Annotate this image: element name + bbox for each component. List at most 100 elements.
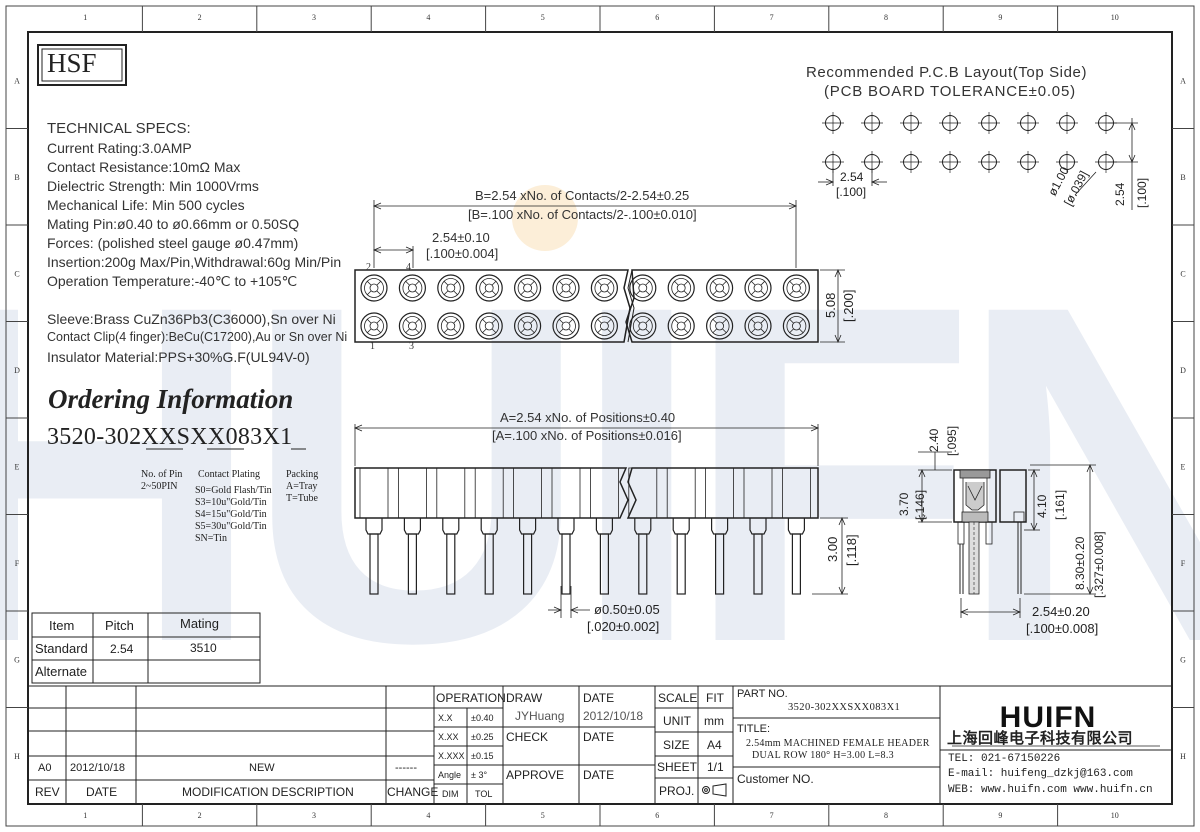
border-row-label: B bbox=[14, 173, 19, 182]
contact-cell bbox=[513, 312, 542, 340]
packing-label: Packing bbox=[286, 469, 319, 480]
tail-dimension-inch: [.118] bbox=[844, 534, 859, 566]
company-logo: HUIFN bbox=[1000, 701, 1097, 734]
border-row-label: C bbox=[14, 269, 19, 278]
section-dim: 2.40 bbox=[927, 428, 941, 452]
mating-header-item: Item bbox=[49, 618, 75, 633]
tol-key: X.X bbox=[438, 713, 453, 723]
border-col-label: 9 bbox=[998, 13, 1002, 22]
side-pin bbox=[436, 467, 466, 595]
section-row-pitch-inch: [.100±0.008] bbox=[1026, 621, 1099, 636]
a-dimension: A=2.54 xNo. of Positions±0.40 bbox=[500, 410, 676, 425]
draw-date: 2012/10/18 bbox=[583, 709, 644, 723]
pcb-tolerance: (PCB BOARD TOLERANCE±0.05) bbox=[824, 83, 1076, 100]
pcb-layout bbox=[822, 112, 1117, 173]
sheet-label: SHEET bbox=[657, 760, 698, 774]
contact-cell bbox=[398, 274, 426, 302]
side-pin bbox=[397, 467, 427, 595]
tail-dimension: 3.00 bbox=[825, 536, 840, 562]
plating-option: S4=15u"Gold/Tin bbox=[195, 509, 267, 520]
size-value: A4 bbox=[707, 738, 722, 752]
contact-cell bbox=[437, 312, 465, 340]
border-row-label: H bbox=[14, 752, 20, 761]
pcb-hole bbox=[1056, 112, 1078, 134]
contact-cell bbox=[744, 312, 772, 340]
border-col-label: 10 bbox=[1111, 811, 1119, 820]
date-col-label: DATE bbox=[583, 691, 615, 705]
top-view-dimensions bbox=[372, 200, 845, 344]
title-block-grid bbox=[28, 685, 1172, 804]
material-line: Contact Clip(4 finger):BeCu(C17200),Au o… bbox=[47, 330, 348, 344]
order-code: 3520-302XXSXX083X1 bbox=[47, 424, 293, 450]
unit-value: mm bbox=[704, 714, 724, 728]
mating-header-pitch: Pitch bbox=[105, 618, 134, 633]
border-row-label: H bbox=[1180, 752, 1186, 761]
height-dimension: 5.08 bbox=[823, 292, 838, 318]
projection-symbol-icon bbox=[702, 783, 727, 797]
mating-header-mating: Mating bbox=[180, 616, 220, 631]
contact-cell bbox=[782, 312, 811, 340]
plating-option: S5=30u"Gold/Tin bbox=[195, 521, 267, 532]
section-row-pitch: 2.54±0.20 bbox=[1032, 604, 1090, 619]
contact-cell bbox=[705, 274, 734, 302]
mating-table-grid bbox=[31, 612, 261, 684]
check-date-label: DATE bbox=[583, 730, 615, 744]
plating-option: S3=10u"Gold/Tin bbox=[195, 497, 267, 508]
border-col-label: 7 bbox=[770, 811, 774, 820]
contact-cell bbox=[744, 274, 772, 302]
pcb-hole bbox=[822, 112, 844, 134]
contact-cell bbox=[705, 312, 734, 340]
draw-label: DRAW bbox=[506, 691, 543, 705]
side-pin bbox=[743, 467, 773, 595]
b-dimension: B=2.54 xNo. of Contacts/2-2.54±0.25 bbox=[475, 188, 690, 203]
company-email: E-mail: huifeng_dzkj@163.com bbox=[948, 768, 1133, 780]
border-row-label: A bbox=[1180, 76, 1186, 85]
border-col-label: 6 bbox=[655, 13, 659, 22]
border-col-label: 10 bbox=[1111, 13, 1119, 22]
part-no-value: 3520-302XXSXX083X1 bbox=[788, 702, 901, 713]
border-col-label: 4 bbox=[426, 13, 430, 22]
packing-option: T=Tube bbox=[286, 493, 318, 504]
pitch-dimension-inch: [.100±0.004] bbox=[426, 246, 499, 261]
plating-label: Contact Plating bbox=[198, 469, 260, 480]
border-col-label: 4 bbox=[426, 811, 430, 820]
rev-label: REV bbox=[35, 785, 60, 799]
border-col-label: 8 bbox=[884, 13, 888, 22]
pcb-hole bbox=[978, 151, 1000, 173]
contact-cell bbox=[782, 274, 811, 302]
tol-key: DIM bbox=[442, 789, 459, 799]
section-dim: 4.10 bbox=[1035, 494, 1049, 518]
company-web: WEB: www.huifn.com www.huifn.cn bbox=[948, 784, 1153, 796]
section-dim-inch: [.095] bbox=[945, 425, 959, 456]
plating-option: SN=Tin bbox=[195, 533, 227, 544]
mating-row-item: Standard bbox=[35, 641, 88, 656]
rev-value: A0 bbox=[38, 762, 52, 774]
contact-cell bbox=[667, 312, 695, 340]
border-row-label: G bbox=[1180, 655, 1186, 664]
contact-cell bbox=[667, 274, 695, 302]
border-row-label: D bbox=[1180, 366, 1186, 375]
rev-change-value: ------ bbox=[395, 762, 417, 774]
border-col-label: 1 bbox=[83, 811, 87, 820]
ordering-title: Ordering Information bbox=[48, 384, 294, 414]
side-pin bbox=[628, 467, 658, 595]
packing-option: A=Tray bbox=[286, 481, 318, 492]
spec-line: Current Rating:3.0AMP bbox=[47, 140, 192, 156]
spec-line: Dielectric Strength: Min 1000Vrms bbox=[47, 178, 259, 194]
pin-index: 1 bbox=[370, 341, 375, 352]
specs-heading: TECHNICAL SPECS: bbox=[47, 120, 191, 137]
side-view-pins bbox=[359, 467, 811, 595]
pcb-hole bbox=[861, 112, 883, 134]
hsf-logo: HSF bbox=[47, 48, 97, 78]
company-tel: TEL: 021-67150226 bbox=[948, 753, 1061, 765]
tol-value: ±0.25 bbox=[471, 732, 494, 742]
pcb-title: Recommended P.C.B Layout(Top Side) bbox=[806, 64, 1088, 81]
side-view-dimensions bbox=[353, 424, 848, 618]
border-row-label: E bbox=[1181, 462, 1186, 471]
customer-no-label: Customer NO. bbox=[737, 772, 814, 786]
pcb-pitch-inch: [.100] bbox=[836, 185, 867, 199]
section-dim: 8.30±0.20 bbox=[1073, 536, 1087, 590]
company-name: 上海回峰电子科技有限公司 bbox=[947, 730, 1134, 747]
